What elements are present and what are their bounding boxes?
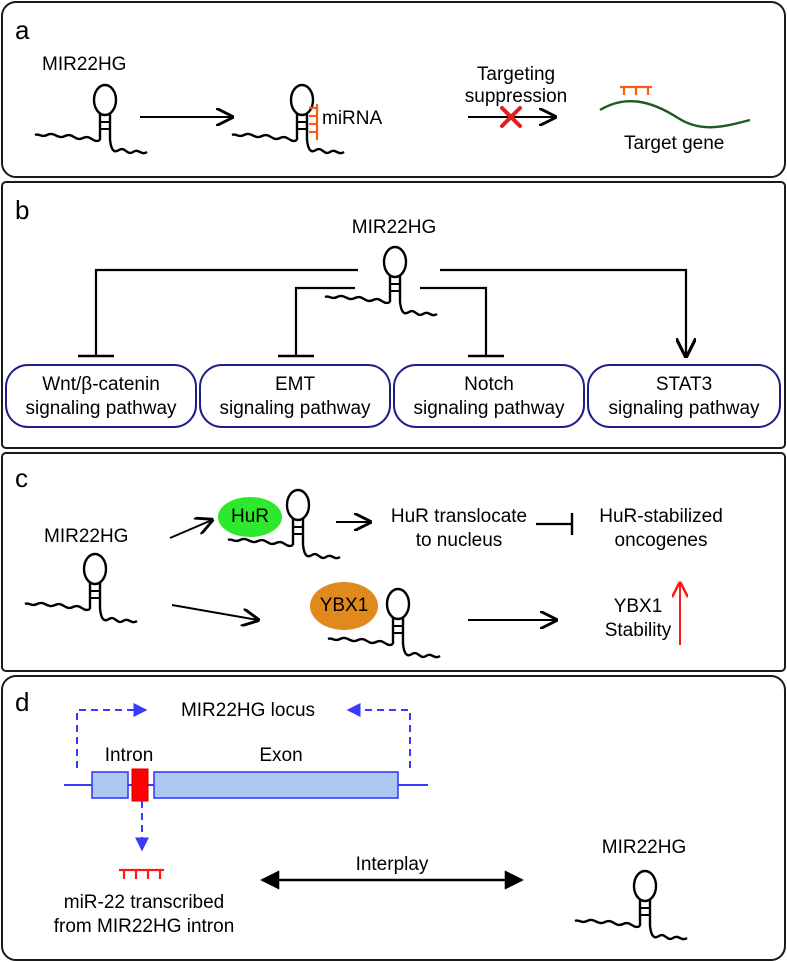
interplay-label: Interplay	[355, 854, 429, 875]
panel-b-frame	[1, 181, 786, 449]
panel-a-mirna-label: miRNA	[322, 108, 383, 129]
panel-b-activate-stat3	[440, 268, 686, 356]
panel-a-lncrna-rna	[33, 83, 149, 155]
panel-d-lncrna-rna	[573, 869, 689, 941]
intron-label: Intron	[104, 745, 154, 766]
pathway-box-emt	[199, 364, 391, 428]
exon-box-small	[91, 771, 129, 799]
panel-d-lncrna-label: MIR22HG	[601, 837, 687, 858]
ybx1-label: YBX1	[319, 595, 369, 616]
panel-a-target-gene-line	[599, 99, 751, 129]
pathway-emt-line1: EMT	[274, 374, 316, 395]
hur-translocate-line1: HuR translocate	[390, 506, 528, 527]
pathway-stat3-line1: STAT3	[655, 374, 713, 395]
panel-a-lncrna-label: MIR22HG	[42, 54, 127, 75]
pathway-box-stat3	[587, 364, 781, 428]
pathway-box-wnt	[5, 364, 197, 428]
pathway-notch-line1: Notch	[464, 374, 514, 395]
hur-stabilized-line2: oncogenes	[614, 530, 708, 551]
panel-b-lncrna-label: MIR22HG	[351, 217, 437, 238]
exon-box-large	[153, 771, 399, 799]
locus-bracket-right	[346, 703, 411, 768]
panel-a-targeting-line1: Targeting	[476, 64, 556, 85]
panel-c-lncrna-rna	[23, 552, 139, 624]
panel-c-letter: c	[15, 463, 28, 493]
exon-label: Exon	[259, 745, 303, 766]
hur-stabilized-line1: HuR-stabilized	[599, 506, 723, 527]
panel-b-lncrna-rna	[323, 245, 439, 317]
panel-b-letter: b	[15, 195, 30, 225]
pathway-stat3-line2: signaling pathway	[608, 398, 760, 419]
panel-a-targeting-line2: suppression	[464, 86, 568, 107]
pathway-box-notch	[393, 364, 585, 428]
panel-a-suppress-x	[500, 106, 522, 128]
ybx1-result-line1: YBX1	[613, 596, 663, 617]
hur-protein-blob	[218, 497, 282, 537]
panel-c-frame	[1, 452, 786, 672]
panel-d-frame	[1, 675, 786, 961]
mir22-line2: from MIR22HG intron	[53, 916, 235, 937]
panel-d-letter: d	[15, 687, 30, 717]
hur-label: HuR	[230, 506, 270, 527]
panel-a-frame	[1, 1, 786, 178]
panel-a-target-gene-label: Target gene	[624, 133, 725, 154]
panel-b-inhibit-wnt	[94, 268, 358, 356]
pathway-wnt-line2: signaling pathway	[25, 398, 177, 419]
panel-b-inhibit-emt	[294, 286, 355, 356]
ybx1-result-line2: Stability	[604, 620, 672, 641]
panel-a-mirna-marks	[309, 104, 319, 140]
panel-c-arrow-to-hur	[169, 520, 212, 539]
panel-b-inhibit-notch	[420, 286, 488, 356]
intron-box	[131, 768, 149, 802]
mir22-line1: miR-22 transcribed	[63, 892, 225, 913]
panel-c-lncrna-label: MIR22HG	[44, 526, 129, 547]
panel-c-arrow-to-ybx1	[171, 604, 258, 620]
panel-a-letter: a	[15, 15, 30, 45]
pathway-wnt-line1: Wnt/β-catenin	[42, 374, 160, 395]
ybx1-protein-blob	[310, 582, 378, 630]
hur-translocate-line2: to nucleus	[415, 530, 503, 551]
mir22-mirna-mark	[119, 868, 164, 879]
pathway-notch-line2: signaling pathway	[413, 398, 565, 419]
panel-a-mirna-bound	[620, 85, 652, 95]
pathway-emt-line2: signaling pathway	[219, 398, 371, 419]
locus-label: MIR22HG locus	[180, 700, 316, 721]
